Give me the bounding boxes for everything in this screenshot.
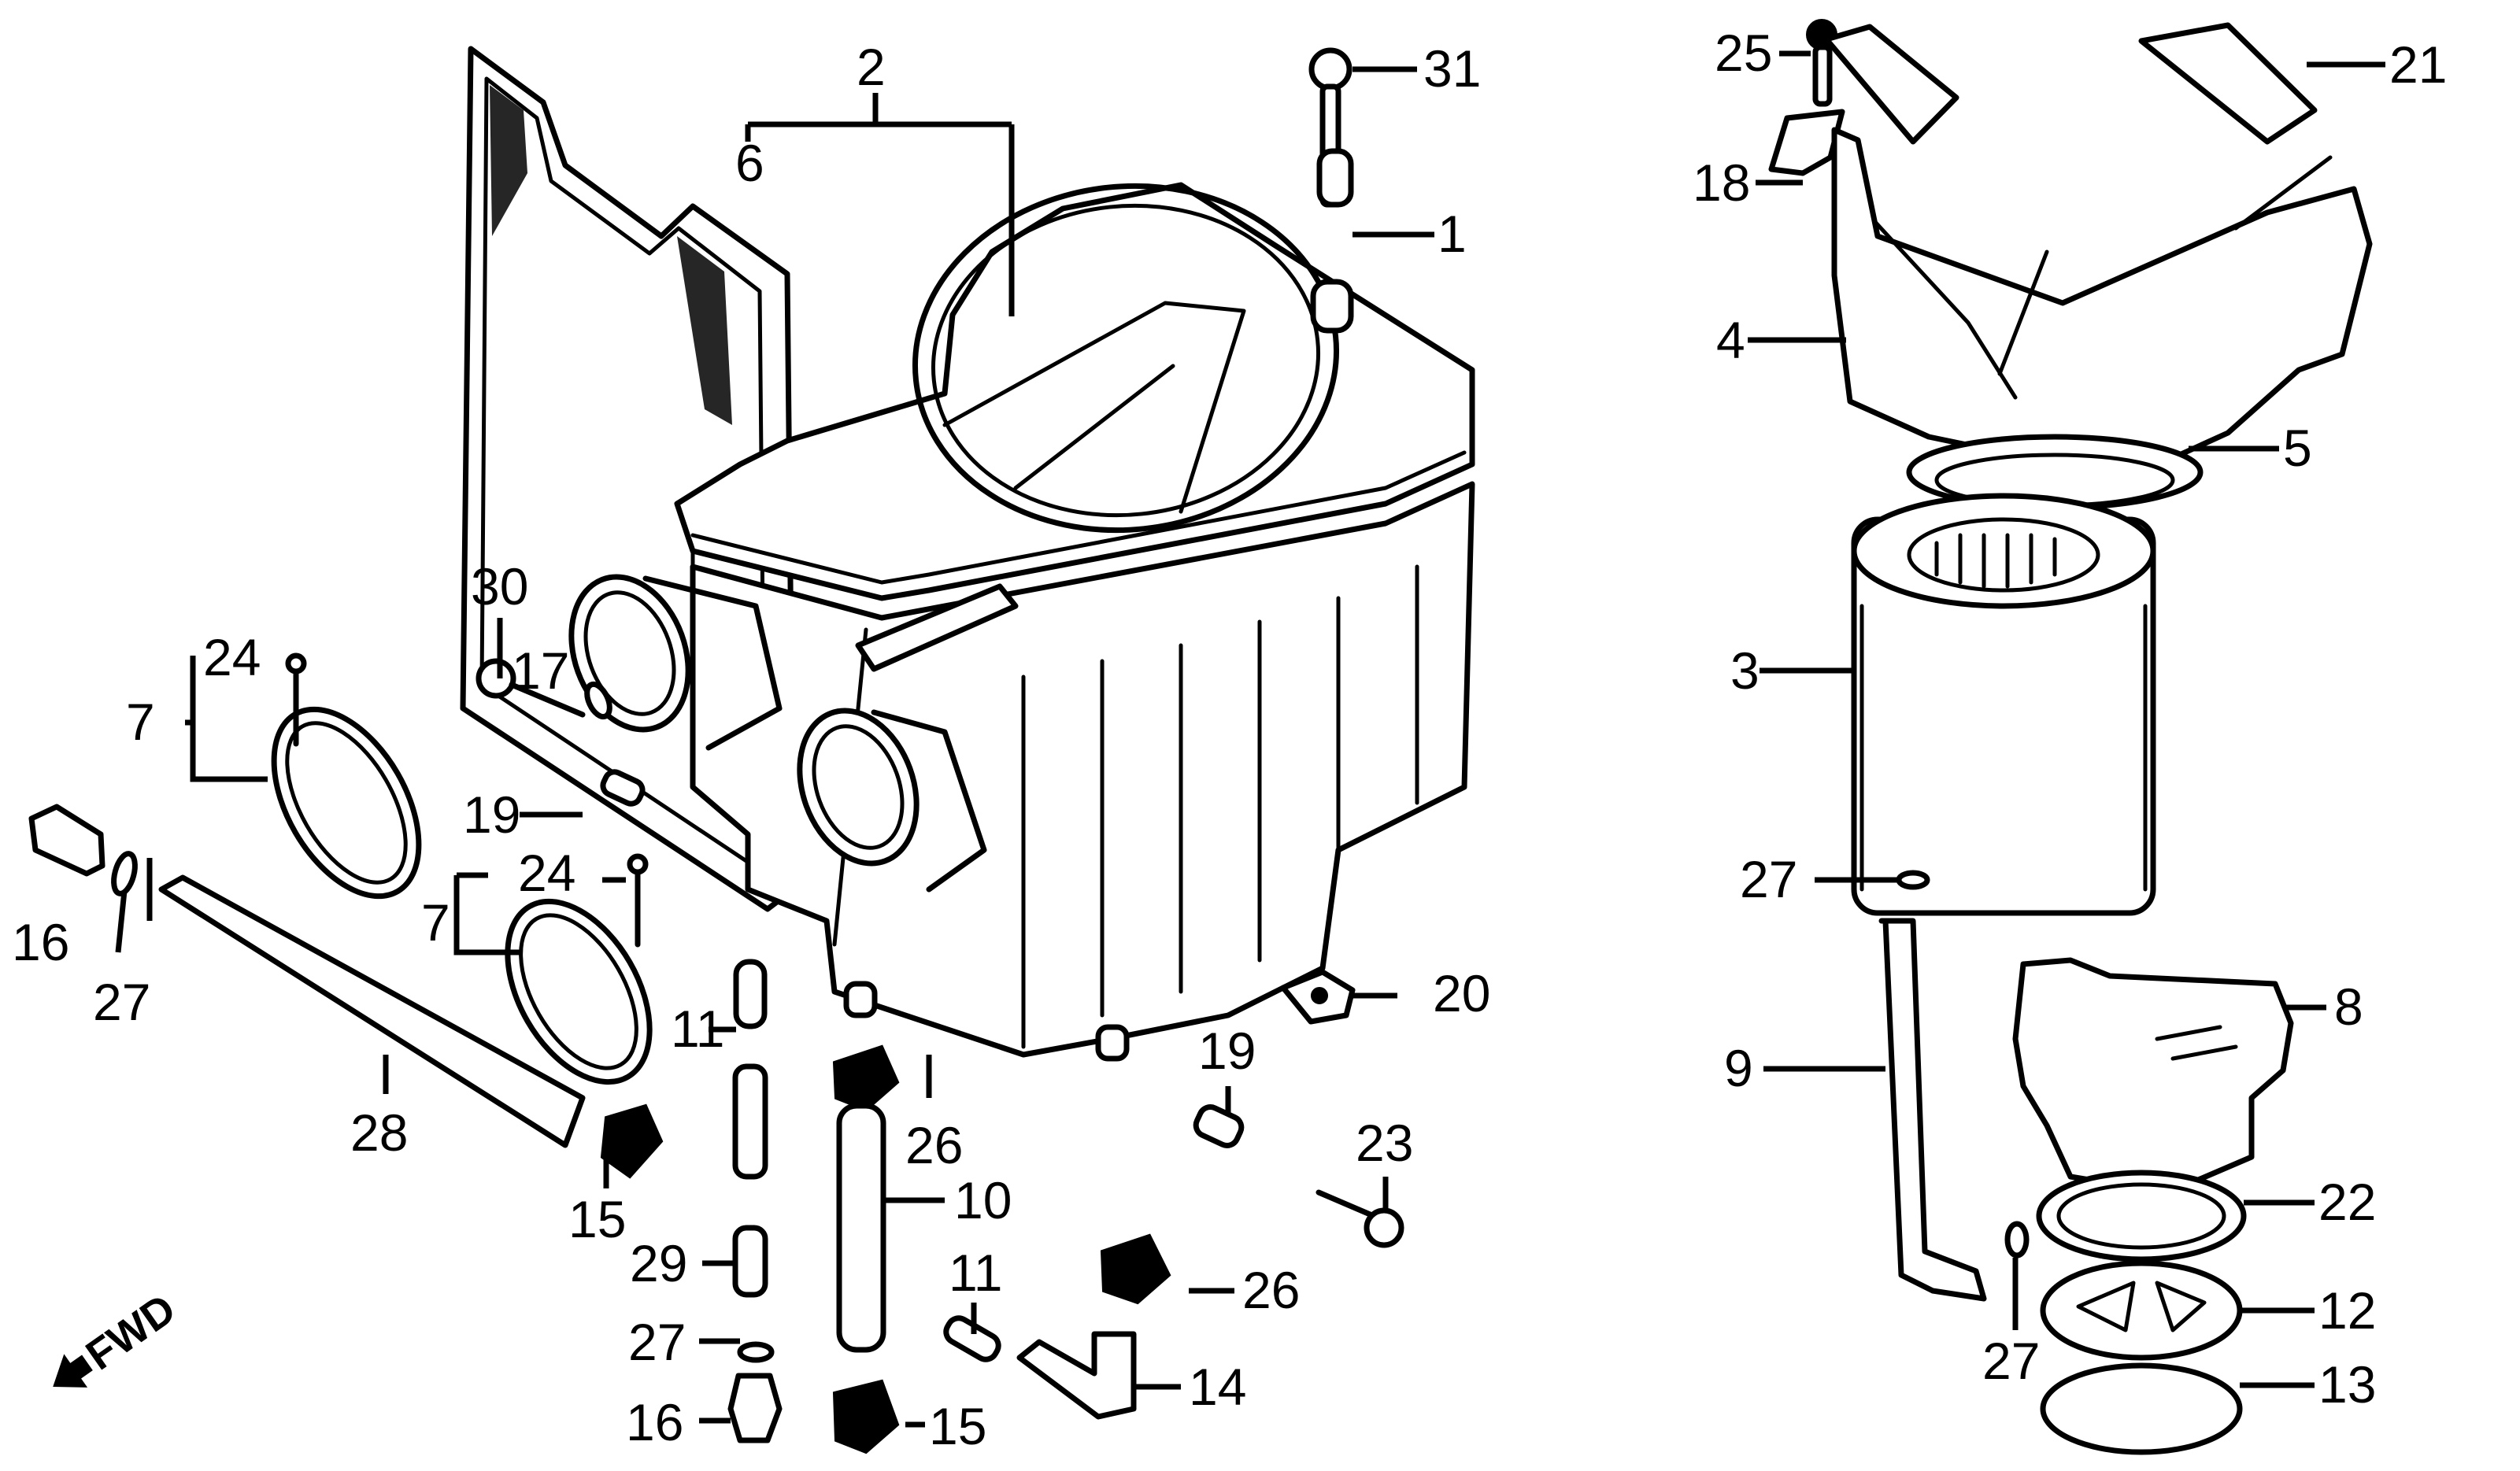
part-22-gasket[interactable] bbox=[2036, 1170, 2247, 1262]
callout-29: 29 bbox=[630, 1234, 687, 1292]
callout-27: 27 bbox=[1740, 850, 1797, 908]
callout-26: 26 bbox=[905, 1116, 963, 1174]
callout-25: 25 bbox=[1715, 24, 1772, 82]
grille-mesh-right bbox=[677, 236, 732, 425]
part-19-cap[interactable] bbox=[600, 769, 646, 807]
part-24-screw[interactable] bbox=[285, 652, 307, 747]
callout-9: 9 bbox=[1724, 1039, 1753, 1097]
part-16-plug[interactable] bbox=[727, 1373, 783, 1443]
callout-20: 20 bbox=[1433, 964, 1490, 1022]
callout-27: 27 bbox=[628, 1313, 686, 1371]
part-8-holder[interactable] bbox=[2012, 957, 2294, 1188]
part-13-cap-cover[interactable] bbox=[2040, 1362, 2243, 1455]
callout-4: 4 bbox=[1716, 311, 1745, 369]
callout-11: 11 bbox=[949, 1244, 1003, 1302]
part-9-drain-tube[interactable] bbox=[1878, 918, 1987, 1302]
callout-22: 22 bbox=[2318, 1173, 2376, 1231]
callout-21: 21 bbox=[2389, 35, 2447, 94]
part-7-band[interactable] bbox=[479, 877, 679, 1107]
part-27-clip[interactable] bbox=[737, 1341, 775, 1363]
callout-1: 1 bbox=[1438, 205, 1467, 263]
part-19-cap[interactable] bbox=[1193, 1103, 1245, 1149]
callout-6: 6 bbox=[735, 134, 764, 192]
callout-2: 2 bbox=[857, 38, 886, 96]
callout-28: 28 bbox=[350, 1103, 408, 1162]
callout-labels: 2 6 31 1 25 21 18 4 5 3 30 17 19 24 7 24… bbox=[12, 24, 2447, 1455]
callout-24: 24 bbox=[203, 628, 261, 686]
part-26-clamp[interactable] bbox=[832, 1044, 900, 1112]
part-15-clamp[interactable] bbox=[832, 1379, 900, 1454]
callout-19: 19 bbox=[463, 785, 520, 844]
fwd-direction-indicator: FWD bbox=[53, 1285, 184, 1388]
callout-12: 12 bbox=[2318, 1281, 2376, 1340]
callout-7: 7 bbox=[421, 893, 450, 952]
part-27-clip[interactable] bbox=[110, 851, 139, 896]
callout-27: 27 bbox=[1982, 1332, 2040, 1390]
part-7-band[interactable] bbox=[244, 685, 449, 921]
part-3-filter-element[interactable] bbox=[1851, 493, 2156, 916]
fwd-label: FWD bbox=[78, 1285, 184, 1380]
callout-30: 30 bbox=[471, 557, 528, 615]
leader-lines bbox=[115, 50, 2385, 1428]
callout-17: 17 bbox=[512, 641, 569, 700]
part-11-joint[interactable] bbox=[942, 1314, 1003, 1364]
part-18-clip[interactable] bbox=[1768, 109, 1845, 176]
part-29-tube[interactable] bbox=[732, 1063, 768, 1298]
callout-15: 15 bbox=[568, 1190, 626, 1248]
callout-31: 31 bbox=[1423, 39, 1481, 98]
callout-5: 5 bbox=[2283, 419, 2312, 477]
callout-15: 15 bbox=[929, 1397, 986, 1455]
part-15-clamp[interactable] bbox=[600, 1103, 664, 1179]
part-17-clip[interactable] bbox=[583, 681, 614, 720]
part-16-plug[interactable] bbox=[28, 804, 105, 877]
part-6-grille[interactable] bbox=[460, 46, 797, 912]
part-14-elbow-tube[interactable] bbox=[1016, 1331, 1137, 1420]
part-23-bolt[interactable] bbox=[1316, 1189, 1404, 1248]
part-28-tube[interactable] bbox=[158, 874, 586, 1148]
arrow-down-left-icon bbox=[53, 1354, 93, 1388]
callout-19: 19 bbox=[1198, 1022, 1256, 1080]
part-27-clip[interactable] bbox=[1896, 870, 1930, 890]
callout-11: 11 bbox=[671, 1000, 725, 1058]
callout-14: 14 bbox=[1189, 1358, 1246, 1416]
callout-26: 26 bbox=[1242, 1261, 1300, 1319]
part-26-clamp[interactable] bbox=[1100, 1233, 1171, 1305]
part-10-tube[interactable] bbox=[836, 1103, 886, 1353]
part-4-cover[interactable] bbox=[1831, 127, 2373, 475]
part-25-bolt[interactable] bbox=[1806, 19, 1837, 107]
part-5-seal[interactable] bbox=[1906, 434, 2204, 511]
callout-16: 16 bbox=[626, 1393, 683, 1451]
part-1-collar[interactable] bbox=[1316, 148, 1354, 208]
callout-24: 24 bbox=[518, 844, 575, 902]
callout-3: 3 bbox=[1730, 641, 1760, 700]
callout-7: 7 bbox=[126, 693, 155, 751]
part-24-screw[interactable] bbox=[627, 853, 649, 948]
callout-16: 16 bbox=[12, 913, 69, 971]
part-27-clip[interactable] bbox=[2004, 1221, 2030, 1258]
callout-18: 18 bbox=[1693, 153, 1750, 212]
callout-10: 10 bbox=[954, 1171, 1012, 1229]
part-11-joint[interactable] bbox=[733, 959, 768, 1029]
callout-8: 8 bbox=[2334, 978, 2363, 1036]
part-21-label-plate[interactable] bbox=[1823, 22, 2318, 145]
callout-13: 13 bbox=[2318, 1355, 2376, 1414]
part-12-drain-cap[interactable] bbox=[2040, 1260, 2243, 1361]
callout-23: 23 bbox=[1356, 1114, 1413, 1172]
callout-27: 27 bbox=[93, 973, 150, 1031]
part-20-nut[interactable] bbox=[1280, 969, 1356, 1025]
part-30-bolt[interactable] bbox=[476, 658, 586, 718]
grille-mesh-left bbox=[490, 85, 527, 236]
